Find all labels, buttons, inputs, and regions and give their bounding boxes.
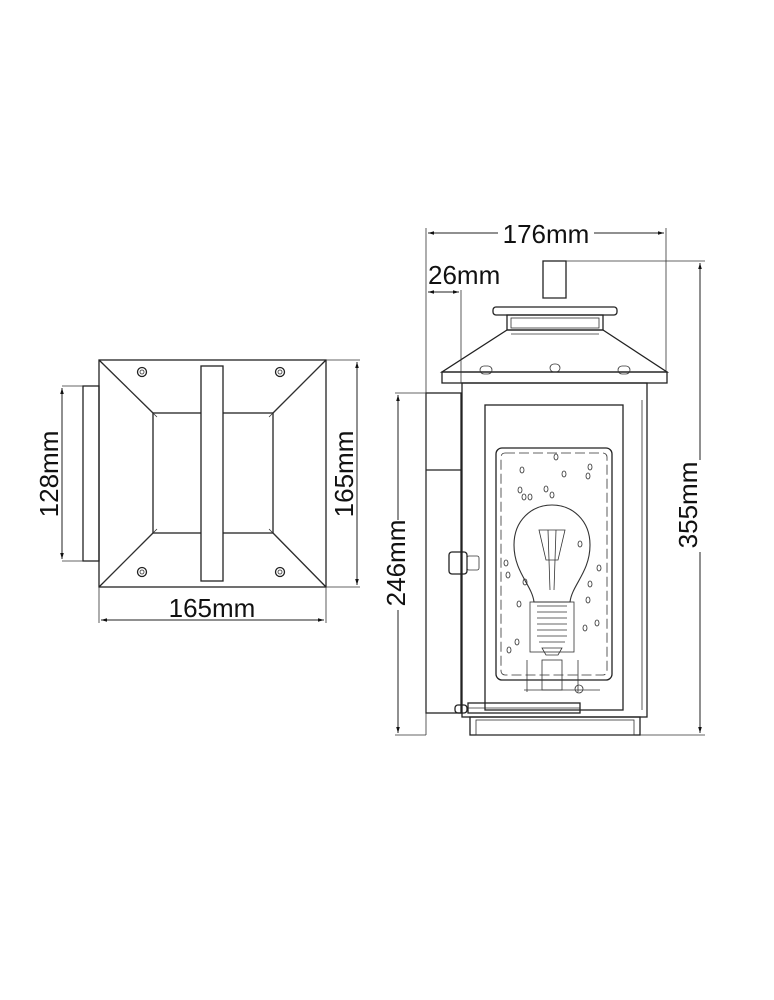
- dim-width: 165mm: [169, 593, 256, 623]
- backplate-side: [82, 385, 100, 562]
- screw-holes: [136, 366, 286, 578]
- roof: [439, 329, 670, 373]
- top-stem: [542, 260, 567, 299]
- seeded-glass-bubbles: [503, 453, 602, 654]
- dim-wall-offset: 26mm: [428, 260, 500, 290]
- backplate-outline: [98, 359, 327, 588]
- mounting-bar: [200, 365, 224, 582]
- dim-backplate-height: 246mm: [381, 520, 411, 607]
- bracket-nut: [448, 551, 468, 575]
- cap-plate: [492, 306, 618, 316]
- glass-panel: [495, 447, 613, 681]
- dim-depth-back: 128mm: [34, 431, 64, 518]
- bulb-icon: [513, 504, 600, 694]
- window-frame: [484, 404, 624, 711]
- wall-bracket: [425, 392, 462, 714]
- lantern-side-view: [395, 228, 705, 736]
- dim-total-height: 355mm: [673, 462, 703, 549]
- roof-eave: [441, 371, 668, 384]
- dim-total-width: 176mm: [503, 219, 590, 249]
- dim-height: 165mm: [329, 431, 359, 518]
- backplate-view: [60, 359, 360, 623]
- lantern-body: [461, 382, 648, 718]
